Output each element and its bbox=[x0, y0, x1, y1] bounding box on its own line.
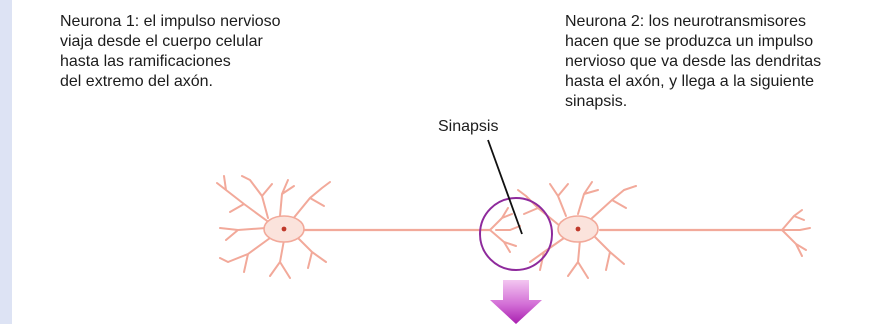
synapse-pointer-line bbox=[488, 140, 522, 234]
synapse-label: Sinapsis bbox=[438, 118, 498, 136]
neuron-illustration bbox=[12, 0, 893, 324]
neuron-1 bbox=[217, 176, 520, 278]
neuron-2-nucleus bbox=[576, 227, 581, 232]
synapse-circle bbox=[480, 198, 552, 270]
neuron-1-nucleus bbox=[282, 227, 287, 232]
down-arrow-icon bbox=[490, 280, 542, 324]
diagram-card: Neurona 1: el impulso nervioso viaja des… bbox=[12, 0, 893, 324]
